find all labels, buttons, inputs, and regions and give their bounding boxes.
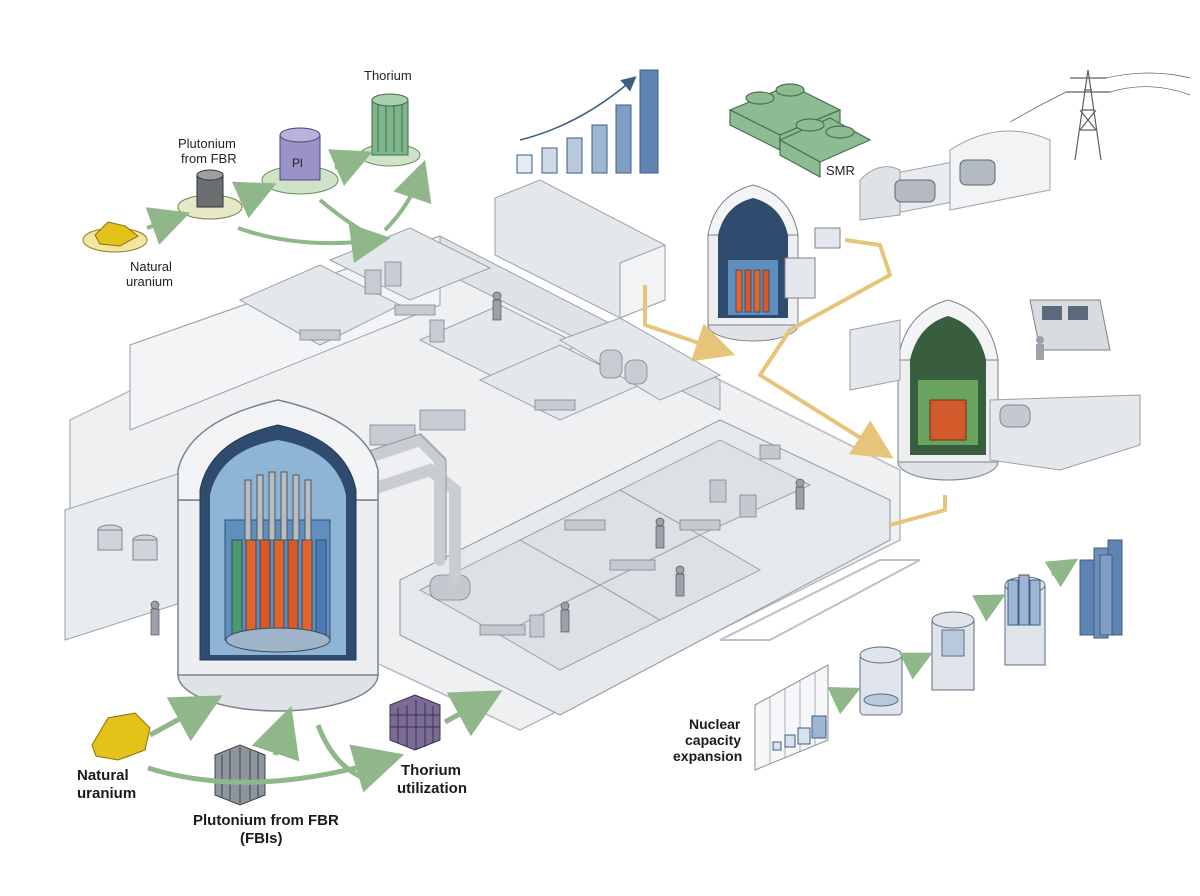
- plutonium-top-label-2: from FBR: [181, 151, 237, 166]
- smr-label: SMR: [826, 163, 855, 178]
- uranium-bottom-label-1: Natural: [77, 767, 129, 784]
- plutonium-top-label-1: Plutonium: [178, 136, 236, 151]
- uranium-ore-icon: [94, 221, 139, 247]
- turbine-hall: [814, 130, 1051, 249]
- thorium-bottom-label-1: Thorium: [401, 762, 461, 779]
- uranium-ore-icon: [91, 712, 151, 761]
- plutonium-bottom-label-2: (FBIs): [240, 830, 283, 847]
- thorium-block-icon: [389, 694, 441, 751]
- fuel-cycle-bottom: [91, 690, 503, 806]
- uranium-top-label-1: Natural: [130, 259, 172, 274]
- capacity-label-3: expansion: [673, 748, 742, 764]
- power-flow-lines: [643, 238, 947, 527]
- fuel-cycle-top: Pl: [82, 93, 432, 263]
- pu-symbol: Pl: [292, 156, 303, 170]
- thorium-bottom-label-2: utilization: [397, 780, 467, 797]
- growth-bar-icon: [516, 69, 659, 174]
- capacity-label-2: capacity: [685, 732, 741, 748]
- right-reactor: [849, 299, 1141, 481]
- transmission-tower-icon: [1009, 69, 1191, 161]
- thorium-fuel-icon: [371, 99, 409, 156]
- thorium-top-label: Thorium: [364, 68, 412, 83]
- mid-reactor: [707, 184, 816, 342]
- smr-module-icon: [728, 83, 872, 179]
- capacity-expansion: [754, 539, 1123, 771]
- plutonium-bottom-label-1: Plutonium from FBR: [193, 812, 339, 829]
- capacity-label-1: Nuclear: [689, 716, 741, 732]
- fuel-assembly-icon: [214, 744, 266, 806]
- main-reactor: [177, 399, 379, 712]
- uranium-top-label-2: uranium: [126, 274, 173, 289]
- uranium-bottom-label-2: uranium: [77, 785, 136, 802]
